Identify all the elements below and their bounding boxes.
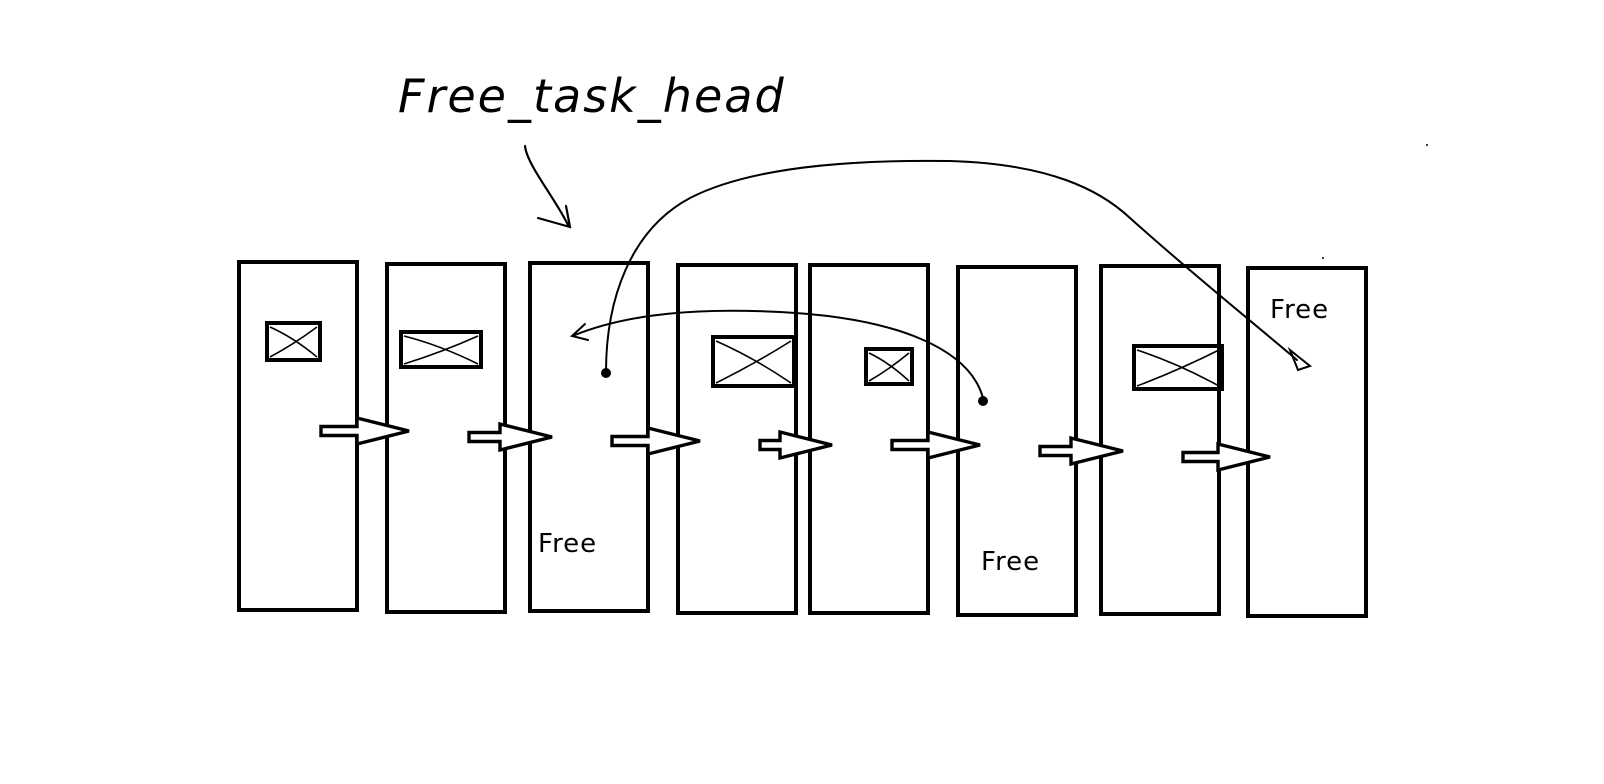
- task-slot-box: [1099, 264, 1221, 616]
- task-slot: [1099, 264, 1224, 616]
- next-pointer-arrow-icon: [1038, 435, 1124, 467]
- free-task-head-label: Free_task_head: [398, 69, 786, 123]
- next-pointer-arrow-icon: [890, 429, 981, 461]
- occupied-crossed-box-icon: [265, 321, 322, 362]
- free-link-slot5-to-slot2: [569, 309, 984, 399]
- next-pointer-arrow-icon: [758, 429, 833, 461]
- next-pointer-arrow-icon: [1181, 441, 1271, 473]
- stray-dot: [1322, 257, 1324, 259]
- head-pointer-arrow: [523, 144, 572, 229]
- task-slot: Free: [956, 265, 1078, 617]
- next-pointer-arrow-icon: [467, 421, 553, 453]
- occupied-crossed-box-icon: [864, 347, 914, 386]
- next-pointer-arrow-icon: [610, 425, 701, 457]
- task-slot: Free: [1246, 266, 1368, 618]
- occupied-crossed-box-icon: [1132, 344, 1224, 391]
- free-link-origin-dot: [978, 396, 988, 406]
- occupied-crossed-box-icon: [711, 335, 796, 388]
- next-arrows: [319, 415, 1271, 473]
- task-slot-box: [1246, 266, 1368, 618]
- free-link-slot2-to-slot7: [605, 159, 1313, 373]
- next-pointer-arrow-icon: [319, 415, 410, 447]
- stray-dot: [1426, 144, 1428, 146]
- free-slot-label: Free: [538, 529, 597, 559]
- occupied-crossed-box-icon: [399, 330, 483, 369]
- free-link-origin-dot: [601, 368, 611, 378]
- free-slot-label: Free: [1270, 295, 1329, 325]
- free-slot-label: Free: [981, 547, 1040, 577]
